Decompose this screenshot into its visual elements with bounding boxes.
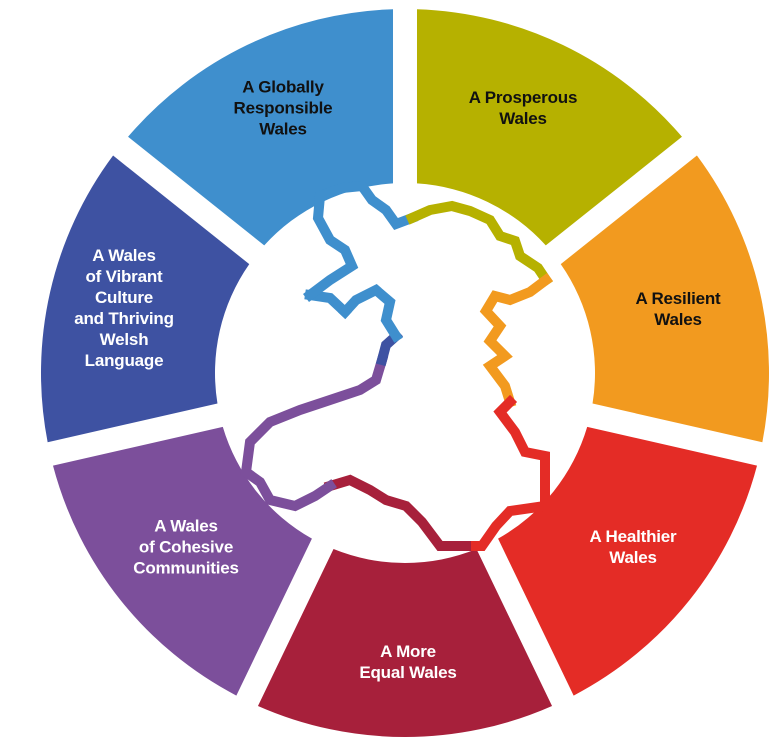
- wales-outline-segment: [303, 180, 419, 302]
- wales-outline-segment: [461, 394, 550, 551]
- wales-outline-segment: [337, 284, 403, 343]
- goal-segment-vibrant-culture: [41, 155, 250, 443]
- goal-label-globally-responsible: A Globally Responsible Wales: [233, 77, 333, 139]
- goal-label-cohesive: A Wales of Cohesive Communities: [133, 516, 239, 578]
- goal-segment-healthier: [498, 426, 758, 696]
- goal-segment-more-equal: [257, 549, 553, 737]
- goal-label-vibrant-culture: A Wales of Vibrant Culture and Thriving …: [74, 246, 174, 370]
- wales-outline-segment: [240, 353, 389, 512]
- goal-label-resilient: A Resilient Wales: [635, 289, 721, 329]
- goal-label-more-equal: A More Equal Wales: [359, 642, 457, 682]
- goal-segment-prosperous: [416, 9, 682, 246]
- goal-segment-resilient: [560, 155, 769, 443]
- goal-segment-globally-responsible: [128, 9, 394, 246]
- wales-outline-segment: [479, 273, 553, 409]
- goal-label-healthier: A Healthier Wales: [589, 527, 677, 567]
- goal-segment-cohesive: [52, 426, 312, 696]
- goal-label-prosperous: A Prosperous Wales: [468, 88, 578, 128]
- wales-outline-segment: [405, 200, 553, 287]
- wales-outline-segment: [304, 289, 353, 320]
- wales-outline-segment: [323, 474, 471, 551]
